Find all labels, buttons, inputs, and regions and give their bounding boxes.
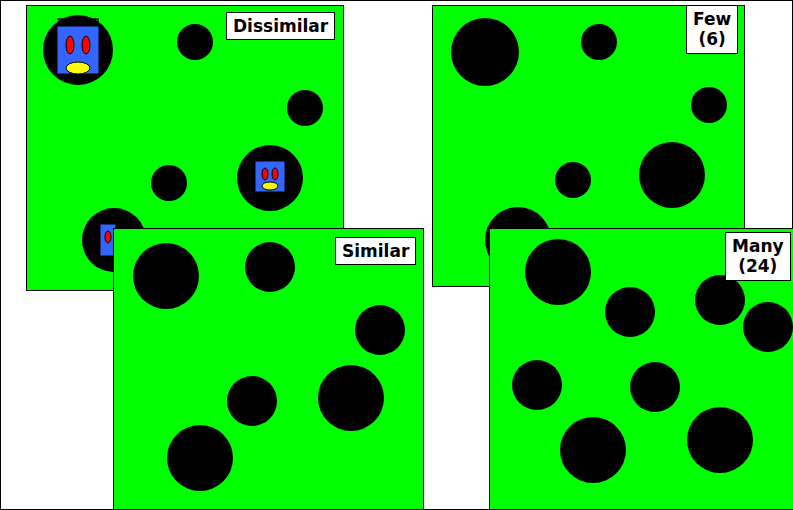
many-panel (490, 229, 793, 510)
label-text: Dissimilar (233, 16, 328, 36)
label-text: Few (6) (693, 9, 731, 50)
panel-label: Few (6) (686, 5, 738, 54)
creature (255, 161, 285, 192)
panel-label: Dissimilar (226, 12, 335, 40)
panel-label: Similar (335, 237, 416, 265)
similar-panel (114, 229, 424, 510)
panel-label: Many (24) (725, 232, 791, 281)
label-text: Many (24) (732, 236, 784, 277)
creature (57, 19, 99, 74)
label-text: Similar (342, 241, 409, 261)
